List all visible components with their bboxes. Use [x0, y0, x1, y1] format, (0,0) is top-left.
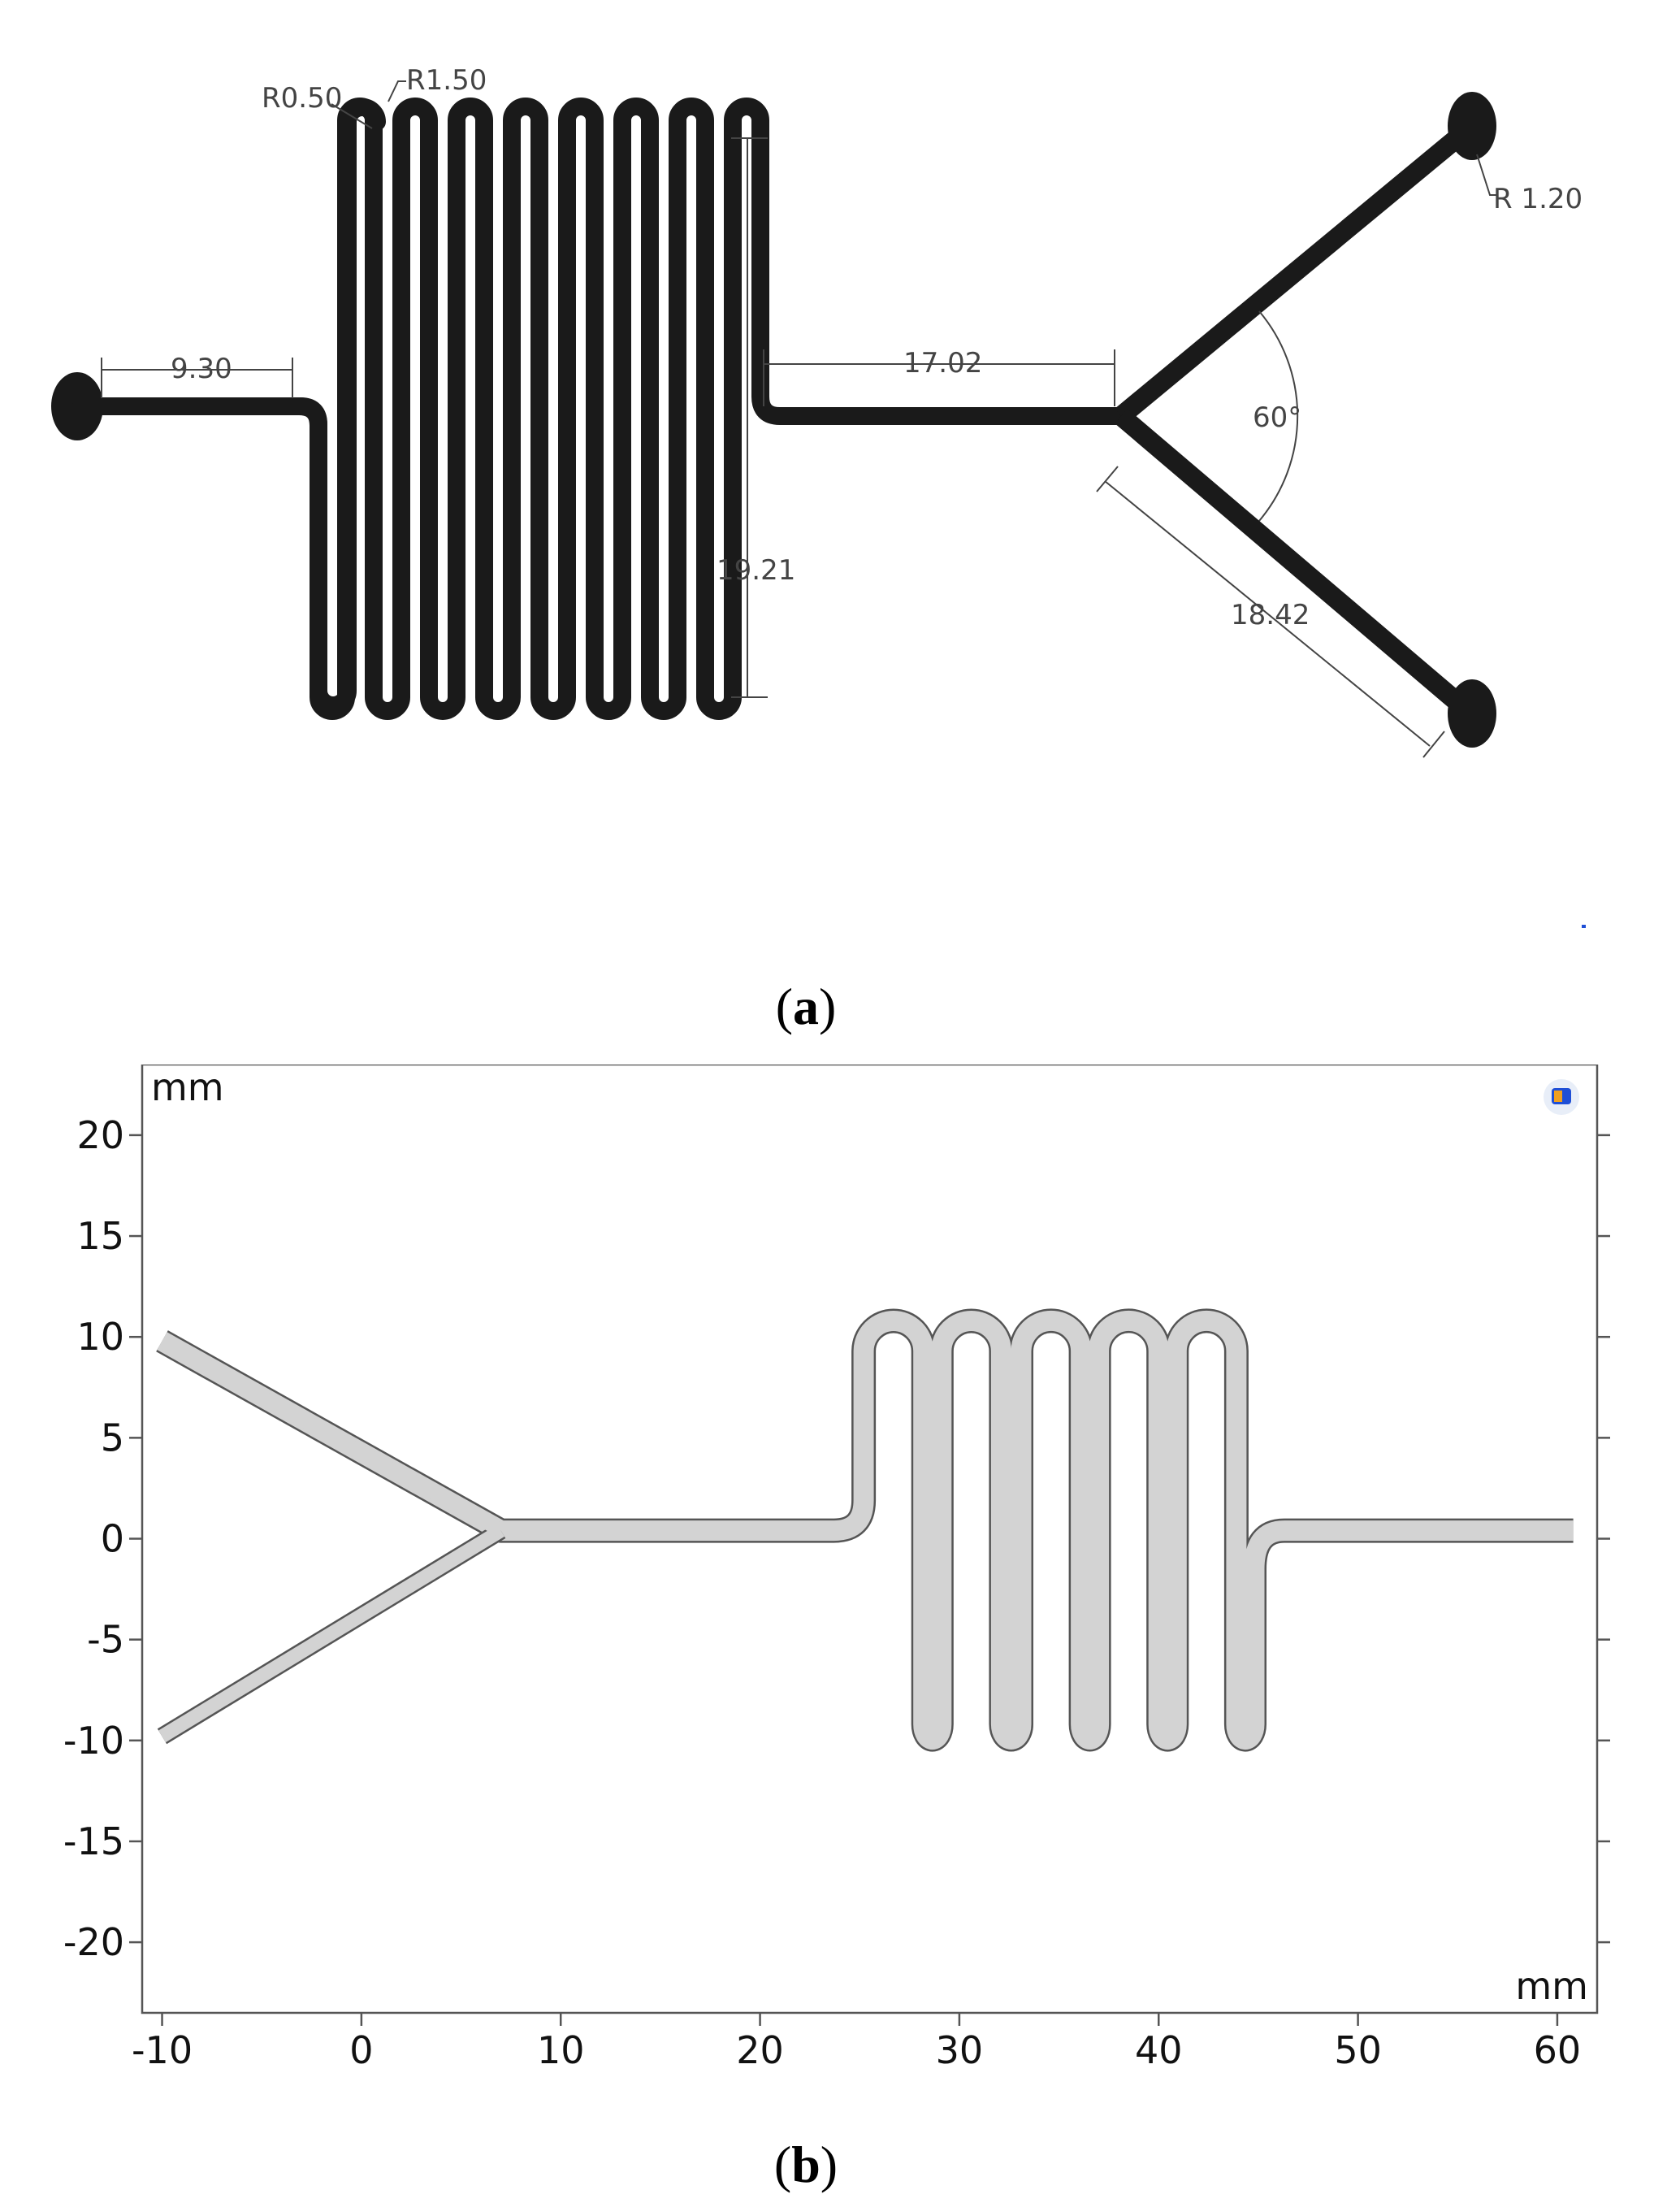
cad-drawing-svg: 9.30 R0.50 R1.50 19.21 17.02 60° 18.42 [51, 64, 1586, 1035]
outlet-port-upper [1448, 92, 1496, 160]
dim-bend-outer-radius-label: R1.50 [406, 64, 487, 97]
outlet-port-lower [1448, 679, 1496, 748]
upper-branch-body [158, 1334, 504, 1537]
unit-label-bottom: mm [1515, 1964, 1588, 2008]
leader-r150 [388, 80, 406, 102]
panel-a-cad-drawing: 9.30 R0.50 R1.50 19.21 17.02 60° 18.42 [0, 0, 1680, 1065]
y-tick-label: 20 [76, 1113, 124, 1157]
x-tick-label: 10 [537, 2028, 585, 2072]
x-tick-label: 30 [936, 2028, 984, 2072]
channel-geometry [156, 1308, 1574, 1752]
y-tick-label: -20 [63, 1920, 124, 1964]
x-tick-label: 50 [1334, 2028, 1382, 2072]
x-tick-label: 60 [1534, 2028, 1582, 2072]
x-tick-label: 40 [1135, 2028, 1183, 2072]
dim-branch-angle-label: 60° [1253, 401, 1301, 434]
dim-inlet-length [101, 358, 293, 398]
unit-label-top: mm [151, 1065, 224, 1109]
leader-r050 [331, 103, 373, 129]
cad-serpentine [81, 98, 1121, 720]
dim-inlet-length-label: 9.30 [171, 353, 232, 385]
dim-angle-arc [1258, 310, 1299, 522]
dim-straight-length-label: 17.02 [903, 347, 982, 379]
y-tick-label: -5 [87, 1618, 124, 1662]
comsol-logo-icon [1544, 1079, 1579, 1115]
y-tick-label: 15 [76, 1214, 124, 1258]
lower-branch-body [158, 1524, 505, 1743]
y-tick-label: 5 [101, 1416, 124, 1459]
dim-outlet-radius-label: R 1.20 [1493, 183, 1583, 215]
x-axis-ticks: -10 0 10 20 30 40 50 60 [132, 2013, 1582, 2072]
x-tick-label: 0 [349, 2028, 373, 2072]
dim-serpentine-height-label: 19.21 [717, 554, 795, 587]
dim-bend-inner-radius-label: R0.50 [262, 82, 342, 115]
y-tick-label: -10 [63, 1719, 124, 1763]
y-tick-label: 0 [101, 1517, 124, 1561]
channel-body [157, 1310, 1574, 1750]
leader-r120 [1476, 154, 1496, 196]
caption-a: (a) [776, 978, 837, 1035]
dim-branch-length [1096, 466, 1445, 758]
dim-straight-length [763, 349, 1115, 406]
dim-serpentine-height [731, 137, 768, 698]
y-axis-ticks: 20 15 10 5 0 -5 -10 -15 -20 [63, 1113, 1610, 1964]
x-tick-label: 20 [736, 2028, 784, 2072]
y-tick-label: 10 [76, 1315, 124, 1359]
upper-branch [1115, 120, 1475, 424]
caption-b: (b) [774, 2136, 838, 2193]
dim-branch-length-label: 18.42 [1231, 599, 1310, 631]
lower-branch [1115, 408, 1475, 720]
stray-dot [1582, 925, 1586, 928]
x-tick-label: -10 [132, 2028, 193, 2072]
y-tick-label: -15 [63, 1819, 124, 1863]
